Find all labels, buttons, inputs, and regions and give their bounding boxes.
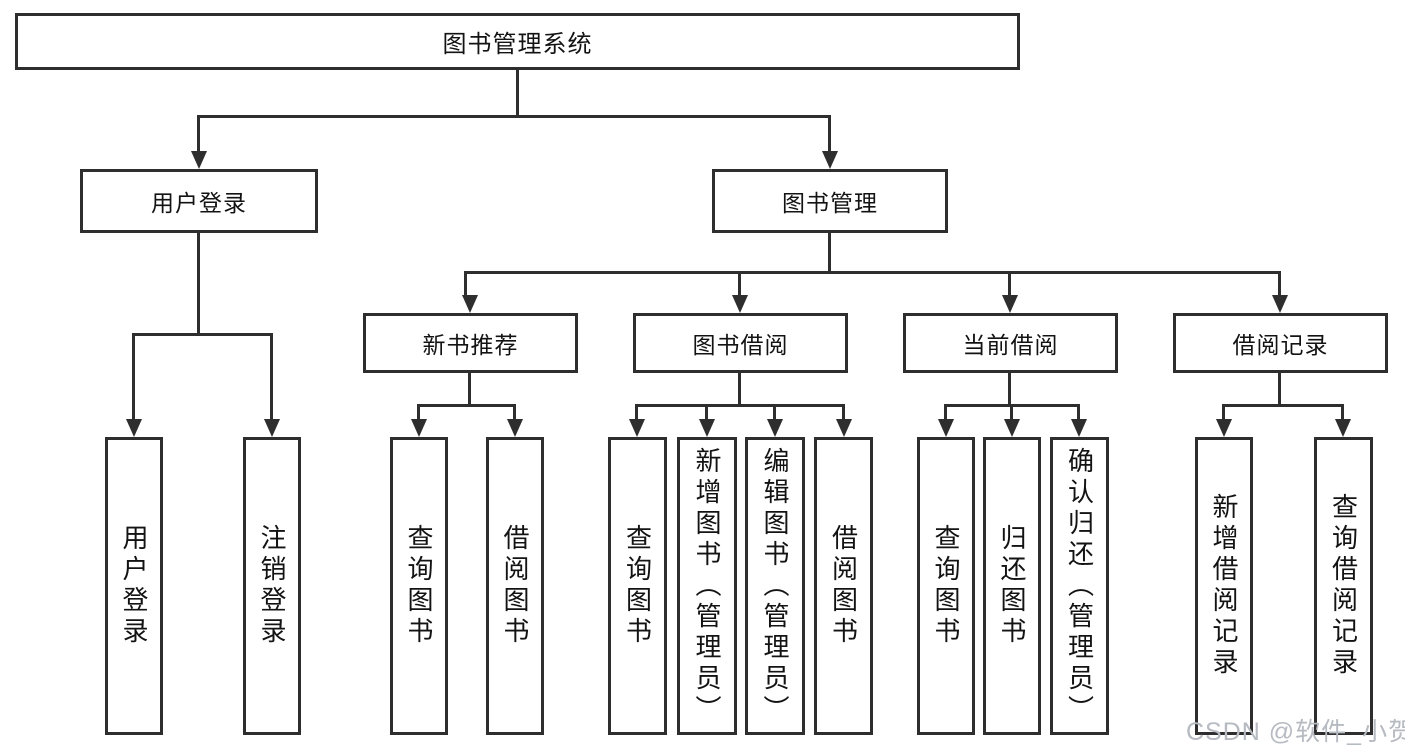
- connector-g2-drop-2: [513, 404, 516, 421]
- leaf-query-books-1: 查询图书: [390, 437, 448, 735]
- leaf-return-book-label: 归还图书: [997, 524, 1027, 648]
- connector-user-login-stem: [197, 233, 200, 336]
- node-root-system: 图书管理系统: [15, 13, 1020, 70]
- arrow-down-new-book: [462, 295, 478, 313]
- node-current-borrowing-label: 当前借阅: [962, 332, 1059, 358]
- connector-book-borrow-drop: [738, 271, 741, 297]
- leaf-confirm-return-admin-label: 确认归还（管理员）: [1064, 446, 1095, 726]
- connector-g3-stem: [738, 373, 741, 407]
- connector-g3-drop-4: [842, 404, 845, 421]
- leaf-add-borrow-record-label: 新增借阅记录: [1209, 493, 1239, 679]
- connector-g3-drop-1: [635, 404, 638, 421]
- leaf-query-books-2-label: 查询图书: [622, 524, 653, 648]
- leaf-borrow-books-1-label: 借阅图书: [500, 524, 530, 648]
- connector-new-book-drop: [464, 271, 467, 297]
- arrow-down-g4-2: [1004, 419, 1020, 437]
- connector-level3-hline: [464, 271, 1281, 274]
- arrow-down-g3-4: [836, 419, 852, 437]
- node-new-book-recommend-label: 新书推荐: [422, 332, 519, 358]
- connector-root-stem: [516, 68, 519, 118]
- arrow-down-current-borrow: [1002, 295, 1018, 313]
- connector-g5-drop-2: [1341, 404, 1344, 421]
- leaf-return-book: 归还图书: [983, 437, 1041, 735]
- connector-book-mgmt-drop: [828, 115, 831, 153]
- node-borrowing-records-label: 借阅记录: [1232, 332, 1329, 358]
- leaf-add-borrow-record: 新增借阅记录: [1195, 437, 1253, 735]
- connector-borrow-records-drop: [1278, 271, 1281, 297]
- arrow-down-leaf-user-login: [126, 419, 142, 437]
- connector-user-login-drop: [197, 115, 200, 153]
- leaf-edit-book-admin: 编辑图书（管理员）: [745, 437, 805, 735]
- connector-leaf-user-login-drop: [132, 333, 135, 421]
- node-book-management: 图书管理: [712, 169, 948, 233]
- leaf-logout-label: 注销登录: [257, 524, 287, 648]
- leaf-query-books-1-label: 查询图书: [404, 524, 434, 648]
- leaf-add-book-admin: 新增图书（管理员）: [677, 437, 737, 735]
- connector-g2-stem: [468, 373, 471, 407]
- leaf-borrow-books-1: 借阅图书: [486, 437, 544, 735]
- node-new-book-recommend: 新书推荐: [363, 313, 578, 373]
- leaf-user-login-label: 用户登录: [119, 524, 149, 648]
- node-root-label: 图书管理系统: [442, 31, 593, 58]
- connector-user-login-hline: [132, 333, 273, 336]
- leaf-query-books-3: 查询图书: [917, 437, 975, 735]
- leaf-query-books-2: 查询图书: [608, 437, 667, 735]
- connector-level2-hline: [197, 115, 831, 118]
- arrow-down-leaf-logout: [264, 419, 280, 437]
- leaf-user-login: 用户登录: [105, 437, 163, 735]
- node-user-login: 用户登录: [80, 169, 318, 233]
- connector-g3-hline: [635, 404, 845, 407]
- connector-g2-hline: [417, 404, 516, 407]
- connector-book-mgmt-stem: [828, 233, 831, 274]
- connector-g2-drop-1: [417, 404, 420, 421]
- connector-g4-drop-2: [1010, 404, 1013, 421]
- connector-g3-drop-2: [705, 404, 708, 421]
- node-borrowing-records: 借阅记录: [1173, 313, 1388, 373]
- connector-g5-drop-1: [1222, 404, 1225, 421]
- leaf-query-borrow-record: 查询借阅记录: [1314, 437, 1373, 735]
- connector-g4-drop-1: [944, 404, 947, 421]
- arrow-down-g4-1: [938, 419, 954, 437]
- leaf-logout: 注销登录: [243, 437, 301, 735]
- node-current-borrowing: 当前借阅: [903, 313, 1118, 373]
- node-book-borrowing: 图书借阅: [633, 313, 848, 373]
- leaf-borrow-books-2: 借阅图书: [814, 437, 873, 735]
- arrow-down-g3-2: [699, 419, 715, 437]
- leaf-query-books-3-label: 查询图书: [931, 524, 961, 648]
- arrow-down-g4-3: [1071, 419, 1087, 437]
- leaf-add-book-admin-label: 新增图书（管理员）: [692, 446, 722, 726]
- connector-g4-drop-3: [1077, 404, 1080, 421]
- arrow-down-book-borrow: [732, 295, 748, 313]
- leaf-borrow-books-2-label: 借阅图书: [828, 524, 859, 648]
- arrow-down-g5-2: [1335, 419, 1351, 437]
- connector-leaf-logout-drop: [270, 333, 273, 421]
- arrow-down-g3-3: [767, 419, 783, 437]
- arrow-down-g2-1: [411, 419, 427, 437]
- node-book-management-label: 图书管理: [782, 190, 878, 216]
- arrow-down-g5-1: [1216, 419, 1232, 437]
- leaf-edit-book-admin-label: 编辑图书（管理员）: [760, 446, 790, 726]
- connector-g5-stem: [1278, 373, 1281, 407]
- leaf-query-borrow-record-label: 查询借阅记录: [1328, 493, 1359, 679]
- arrow-down-book-mgmt: [822, 151, 838, 169]
- node-book-borrowing-label: 图书借阅: [692, 332, 789, 358]
- arrow-down-borrow-records: [1272, 295, 1288, 313]
- arrow-down-g2-2: [507, 419, 523, 437]
- node-user-login-label: 用户登录: [151, 190, 247, 216]
- connector-g5-hline: [1222, 404, 1344, 407]
- leaf-confirm-return-admin: 确认归还（管理员）: [1050, 437, 1109, 735]
- arrow-down-g3-1: [629, 419, 645, 437]
- connector-g3-drop-3: [773, 404, 776, 421]
- csdn-watermark: CSDN @软件_小贺同学: [1186, 718, 1405, 746]
- arrow-down-user-login: [191, 151, 207, 169]
- connector-current-borrow-drop: [1008, 271, 1011, 297]
- connector-g4-stem: [1008, 373, 1011, 407]
